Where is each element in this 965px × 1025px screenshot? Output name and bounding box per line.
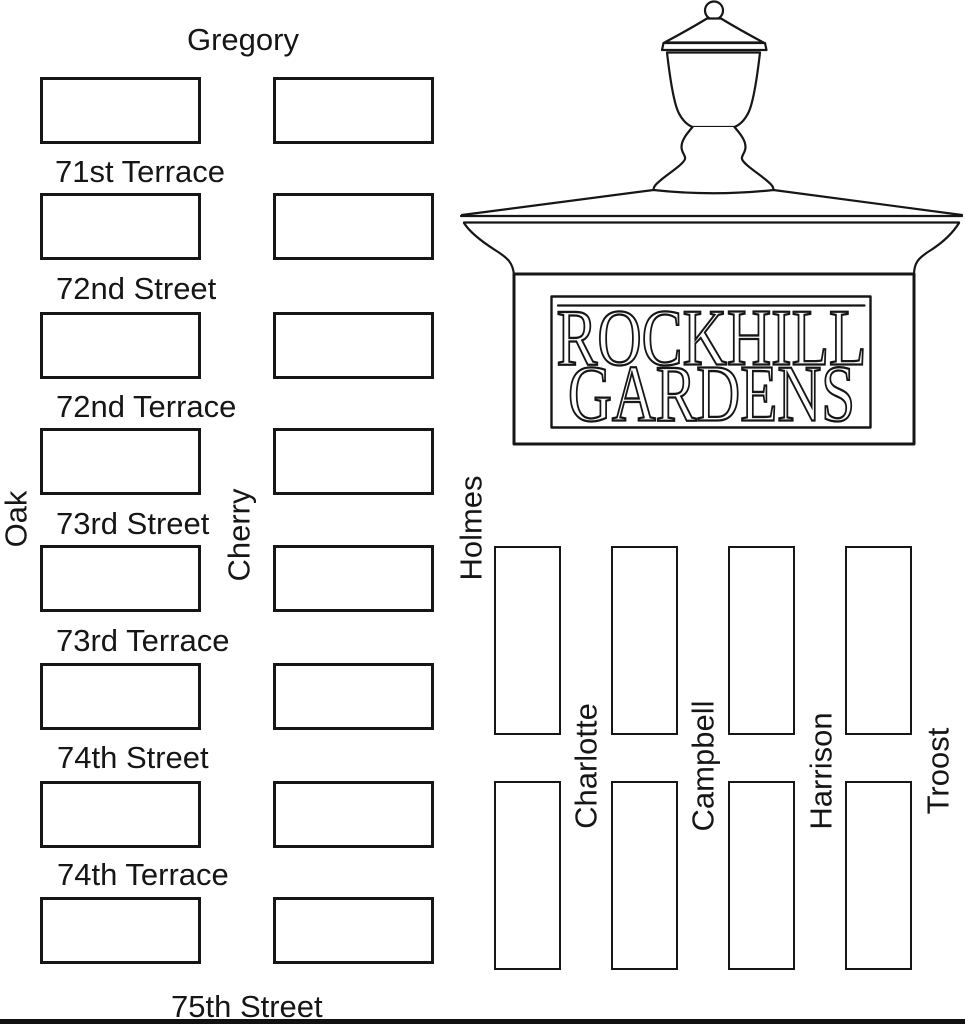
city-block [494, 781, 561, 970]
city-block [728, 781, 795, 970]
monument-lid-rim [660, 41, 768, 52]
street-label-cherry: Cherry [221, 488, 257, 582]
monument-finial-ball [703, 0, 725, 21]
city-block [273, 781, 434, 848]
street-label-troost: Troost [920, 727, 956, 815]
city-block [40, 545, 201, 612]
street-label-gregory: Gregory [187, 22, 299, 57]
street-label-75th-street: 75th Street [171, 989, 323, 1024]
city-block [845, 781, 912, 970]
city-block [273, 545, 434, 612]
city-block [40, 312, 201, 379]
monument-sign-box [512, 272, 916, 446]
city-block [273, 193, 434, 260]
street-label-holmes: Holmes [453, 475, 489, 581]
monument-urn-cup [665, 51, 762, 129]
city-block [40, 781, 201, 848]
street-label-74th-terrace: 74th Terrace [57, 857, 229, 892]
city-block [611, 781, 678, 970]
street-label-charlotte: Charlotte [568, 703, 604, 829]
street-label-campbell: Campbell [685, 700, 721, 832]
rockhill-gardens-monument-icon: ROCKHILL GARDENS [459, 0, 964, 446]
monument-lid [663, 17, 765, 44]
sign-text-rockhill: ROCKHILL [557, 295, 867, 383]
city-block [40, 77, 201, 144]
sign-text-gardens: GARDENS [568, 351, 855, 439]
city-block [273, 312, 434, 379]
city-block [273, 663, 434, 730]
monument-urn-pedestal [652, 125, 775, 195]
city-block [611, 546, 678, 735]
city-block [40, 193, 201, 260]
street-label-74th-street: 74th Street [57, 740, 209, 775]
city-block [273, 428, 434, 495]
city-block [845, 546, 912, 735]
street-label-72nd-street: 72nd Street [56, 271, 217, 306]
street-label-harrison: Harrison [803, 712, 839, 830]
monument-sign-panel [550, 295, 872, 429]
monument-roof-band [459, 214, 964, 224]
city-block [40, 663, 201, 730]
city-block [273, 77, 434, 144]
monument-roof [460, 188, 964, 217]
street-label-73rd-street: 73rd Street [56, 506, 210, 541]
street-label-72nd-terrace: 72nd Terrace [56, 389, 237, 424]
monument-flare-right [912, 221, 961, 277]
city-block [273, 897, 434, 964]
city-block [40, 897, 201, 964]
monument-flare-left [462, 221, 516, 277]
street-label-71st-terrace: 71st Terrace [55, 154, 226, 189]
city-block [728, 546, 795, 735]
bottom-border-line [0, 1019, 965, 1024]
street-label-oak: Oak [0, 490, 34, 548]
city-block [40, 428, 201, 495]
city-block [494, 546, 561, 735]
street-label-73rd-terrace: 73rd Terrace [56, 623, 230, 658]
